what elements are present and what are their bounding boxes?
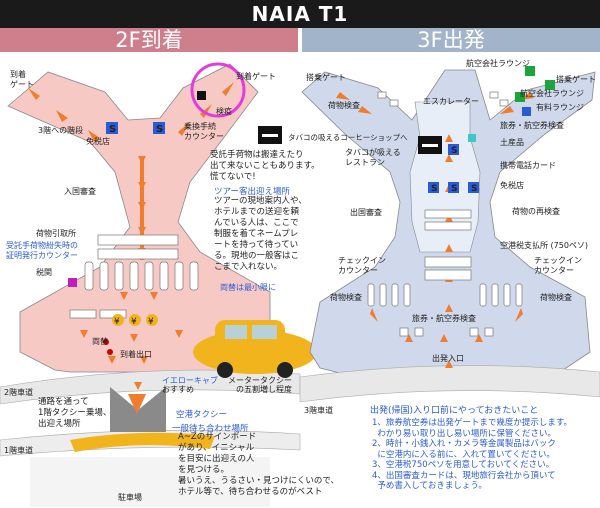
taxi-car-image [193, 320, 317, 378]
boarding-gate-markers [377, 91, 509, 107]
departure-desks [424, 209, 472, 281]
header-2f-arrival: 2F到着 [0, 28, 298, 52]
label-airline-lounge-right: 航空会社ラウンジ [520, 89, 584, 98]
airline-lounge-markers [515, 66, 555, 102]
duty-free-icons-right: S S S S [428, 144, 479, 194]
passage-to-1f [110, 387, 166, 432]
label-transfer-counter: 乗換手続 カウンター [184, 122, 224, 141]
label-pass-through: 通路を通って 1階タクシー乗場、 出迎え場所 [38, 397, 112, 429]
label-road-2f: 2階車道 [4, 388, 34, 397]
meeting-place-note: A~Zのサインボード があり、イニシャル を目安に出迎えの人 を見つける。 暑い… [178, 432, 339, 497]
svg-text:S: S [109, 124, 116, 135]
label-checkin-left: チェックイン カウンター [338, 256, 386, 275]
quarantine-highlight-circle [190, 62, 246, 118]
label-parking: 駐車場 [118, 493, 142, 502]
road-3f [299, 365, 600, 403]
parking-area [30, 457, 270, 507]
label-baggage-inspect-top: 荷物検査 [328, 101, 360, 110]
label-taxi-recommend: おすすめ [162, 385, 194, 394]
label-duty-free-right: 免税店 [500, 181, 524, 190]
taxi-waiting-area [70, 432, 215, 452]
label-baggage-reinspect: 荷物の再検査 [512, 207, 560, 216]
label-phone-card: 携帯電話カード [500, 161, 556, 170]
duty-free-icons-left: S S [106, 122, 165, 135]
svg-text:S: S [156, 124, 163, 135]
label-road-1f: 1階車道 [4, 446, 34, 455]
svg-text:¥: ¥ [114, 317, 120, 327]
label-passport-check-top: 旅券・航空券検査 [500, 121, 564, 130]
header-3f-departure: 3F出発 [302, 28, 600, 52]
tour-meeting-title: ツアー客出迎え場所 [214, 187, 290, 197]
label-airport-tax: 空港税支払所 (750ペソ) [500, 241, 589, 250]
label-souvenir: 土産品 [500, 138, 524, 147]
souvenir-marker [468, 134, 476, 142]
label-lost-baggage: 受託手荷物紛失時の 証明発行カウンター [6, 241, 78, 260]
customs-marker [68, 278, 77, 287]
label-baggage-right: 荷物検査 [540, 293, 572, 302]
label-arrival-gate-left: 到着 ゲート [10, 70, 34, 89]
exchange-point [103, 339, 109, 345]
label-immigration: 入国審査 [64, 187, 96, 196]
label-baggage-claim: 荷物引取所 [36, 229, 76, 238]
label-duty-free-left: 免税店 [86, 137, 110, 146]
label-emigration: 出国審査 [350, 208, 382, 217]
label-escalator: エスカレーター [423, 97, 479, 106]
quarantine-marker [197, 91, 206, 100]
center-arrow-shaft [140, 160, 144, 260]
svg-text:S: S [431, 184, 437, 194]
immigration-booths [97, 234, 179, 260]
label-boarding-gate-right: 搭乗ゲート [556, 75, 596, 84]
label-smoking-cafe: タバコの吸えるコーヒーショップへ [288, 133, 408, 142]
smoking-icon-left [258, 126, 282, 144]
todo-list: 1、旅券航空券は出発ゲートまで幾度か提示します。 わかり易い取り出し易い場所に保… [372, 418, 573, 491]
label-smoking-restaurant: タバコが吸える レストラン [345, 148, 401, 167]
todo-title: 出発(帰国)入り口前にやっておきたいこと [370, 406, 539, 416]
tour-meeting-note: ツアーの現地案内人や、 ホテルまでの送迎を頼 んでいる人は、ここで 制服を着てネ… [214, 196, 307, 272]
svg-text:¥: ¥ [131, 317, 137, 327]
svg-text:S: S [451, 146, 457, 156]
label-exchange: 両替 [92, 337, 108, 346]
label-road-3f: 3階車道 [304, 406, 334, 415]
passage-arrow [128, 394, 146, 414]
label-exit: 到着出口 [120, 350, 152, 359]
label-taxi-five: の五割増し程度 [236, 385, 292, 394]
label-checkin-right: チェックイン カウンター [534, 256, 582, 275]
label-entrance: 出発入口 [432, 354, 464, 363]
page-title: NAIA T1 [0, 0, 600, 28]
label-customs: 税関 [36, 268, 52, 277]
svg-text:S: S [471, 184, 477, 194]
note-baggage-warning: 受託手荷物は搬達えたり 出て来ないこともあります。 慌てないで! [210, 150, 320, 182]
passport-check-desks [399, 327, 494, 337]
svg-text:S: S [451, 184, 457, 194]
label-paid-lounge: 有料ラウンジ [536, 103, 584, 112]
checkin-counters [367, 283, 523, 307]
label-passport-check-bottom: 旅券・航空券検査 [412, 314, 476, 323]
exit-point [107, 349, 113, 355]
label-baggage-left: 荷物検査 [330, 293, 362, 302]
exchange-icons: ¥ ¥ ¥ [112, 314, 158, 327]
label-arrival-gate-right: 到着ゲート [236, 72, 276, 81]
svg-text:¥: ¥ [148, 317, 154, 327]
terminal-map: S S ¥ ¥ ¥ [0, 62, 600, 507]
label-taxi-meter: メータータクシー [228, 376, 292, 385]
label-taxi-yellow: イエローキャブ [162, 376, 218, 385]
label-airport-taxi: 空港タクシー [176, 410, 228, 420]
label-airline-lounge-top: 航空会社ラウンジ [466, 59, 530, 68]
meeting-place-title: 一般待ち合わせ場所 [172, 424, 249, 434]
smoking-icon-right [418, 136, 442, 154]
label-quarantine: 検疫 [216, 107, 232, 116]
baggage-carousels [84, 261, 199, 291]
paid-lounge-marker [522, 107, 531, 116]
label-stairs-3f: 3階への階段 [38, 126, 84, 135]
exchange-note: 両替は最小限に [220, 283, 276, 292]
label-boarding-gate-left: 搭乗ゲート [306, 73, 346, 82]
